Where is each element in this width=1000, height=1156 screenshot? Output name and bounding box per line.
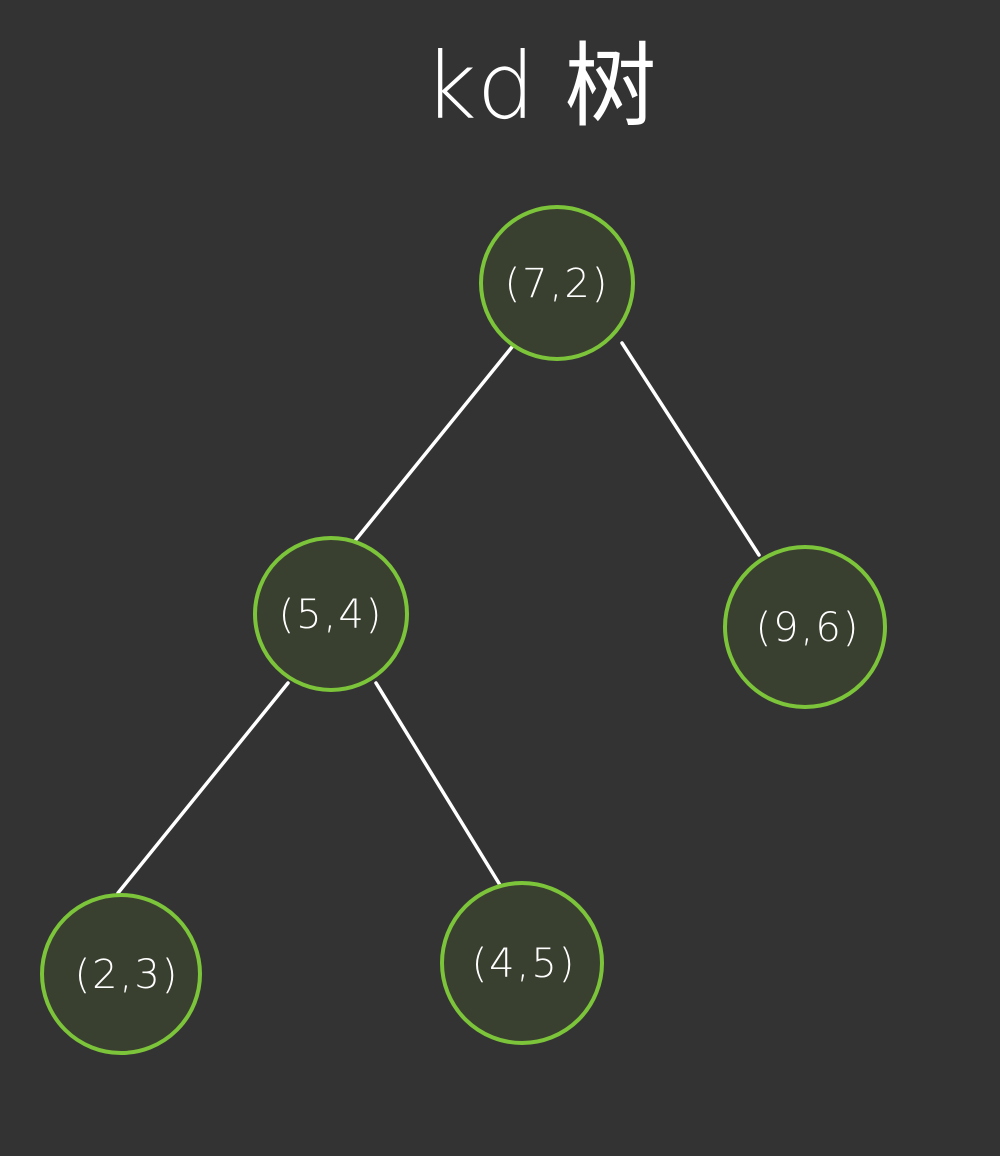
node-label-right: (9,6) bbox=[756, 605, 861, 651]
edge-left-leftright bbox=[374, 681, 502, 887]
node-circle-right bbox=[723, 545, 887, 709]
node-label-left-left: (2,3) bbox=[75, 952, 180, 998]
node-label-left-right: (4,5) bbox=[472, 941, 577, 987]
node-circle-left-right bbox=[440, 881, 604, 1045]
tree-node-left-right: (4,5) bbox=[440, 881, 604, 1045]
node-label-root: (7,2) bbox=[505, 261, 610, 307]
node-circle-left-left bbox=[40, 893, 202, 1055]
edge-left-leftleft bbox=[116, 681, 290, 895]
tree-node-left: (5,4) bbox=[253, 536, 409, 692]
node-circle-left bbox=[253, 536, 409, 692]
tree-node-root: (7,2) bbox=[479, 205, 635, 361]
edges bbox=[116, 341, 761, 895]
diagram-title: kd 树 bbox=[424, 33, 657, 140]
edge-root-left bbox=[352, 345, 514, 544]
tree-node-right: (9,6) bbox=[723, 545, 887, 709]
node-circle-root bbox=[479, 205, 635, 361]
tree-node-left-left: (2,3) bbox=[40, 893, 202, 1055]
edge-root-right bbox=[620, 341, 761, 557]
node-label-left: (5,4) bbox=[279, 592, 384, 638]
